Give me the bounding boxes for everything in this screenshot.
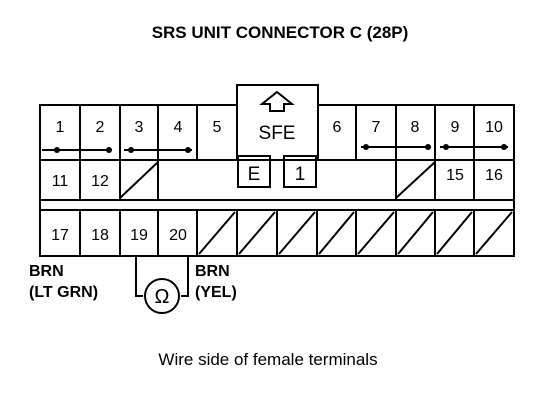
ohmmeter-lead-left — [135, 256, 143, 297]
key-box-1 — [283, 155, 317, 188]
pin-11: 11 — [52, 173, 69, 190]
shorting-bars — [42, 146, 508, 151]
pin-6: 6 — [333, 119, 342, 136]
wire-left-tracer: (LT GRN) — [29, 284, 98, 301]
pin-10: 10 — [485, 119, 503, 136]
ohmmeter-icon — [144, 278, 180, 314]
ohm-symbol: Ω — [155, 286, 170, 308]
wire-left-color: BRN — [29, 263, 64, 280]
blank-cavity-mark — [119, 161, 159, 199]
pin-1: 1 — [56, 119, 65, 136]
pin-5: 5 — [213, 119, 222, 136]
diagram-title: SRS UNIT CONNECTOR C (28P) — [152, 23, 409, 42]
pin-9: 9 — [451, 119, 460, 136]
pin-18: 18 — [91, 227, 109, 244]
wire-right-color: BRN — [195, 263, 230, 280]
ohmmeter-lead-right — [181, 256, 189, 297]
pin-19: 19 — [130, 227, 148, 244]
pin-8: 8 — [411, 119, 420, 136]
pin-12: 12 — [91, 173, 109, 190]
sfe-label: SFE — [259, 123, 296, 144]
pin-7: 7 — [372, 119, 381, 136]
pin-20: 20 — [169, 227, 187, 244]
diagram-caption: Wire side of female terminals — [158, 350, 377, 369]
pin-15: 15 — [446, 167, 464, 184]
blank-cavity-mark — [395, 161, 436, 199]
pin-2: 2 — [96, 119, 105, 136]
pin-17: 17 — [51, 227, 69, 244]
blank-cavity-marks-row3 — [198, 211, 513, 255]
key-box-e — [237, 155, 271, 188]
key-letter: E — [248, 164, 261, 185]
shorting-bar-dots — [54, 144, 507, 153]
pin-4: 4 — [174, 119, 183, 136]
pin-3: 3 — [135, 119, 144, 136]
up-arrow-icon — [259, 90, 295, 112]
pin-16: 16 — [485, 167, 503, 184]
key-number: 1 — [295, 164, 306, 185]
wire-right-tracer: (YEL) — [195, 284, 237, 301]
